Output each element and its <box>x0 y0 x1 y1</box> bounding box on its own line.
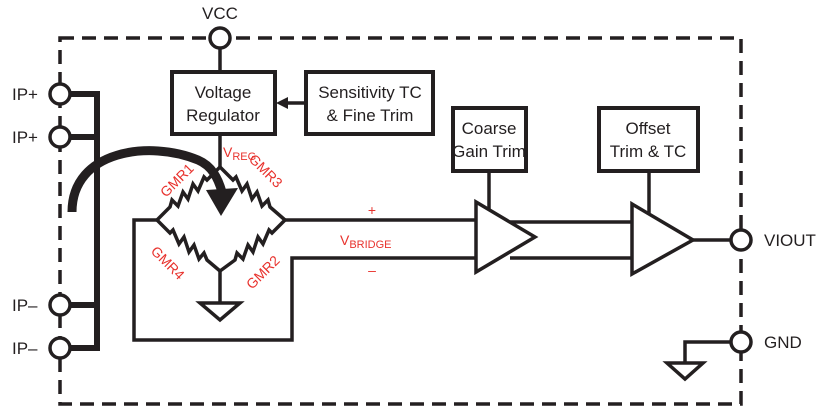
vreg-label: VREG <box>223 144 256 163</box>
pin-gnd <box>729 330 753 354</box>
pin-label-viout: VIOUT <box>764 231 816 250</box>
field-arrow-head-icon <box>206 188 238 216</box>
output-amplifier <box>630 200 697 277</box>
offset-trim-block <box>597 106 700 173</box>
sensitivity-trim-label-2: & Fine Trim <box>327 106 414 125</box>
ground-icon <box>195 301 245 323</box>
sensitivity-trim-block <box>304 70 435 136</box>
coarse-gain-trim-label-1: Coarse <box>462 119 517 138</box>
gnd-ground-icon <box>662 361 708 382</box>
pin-label-gnd: GND <box>764 333 802 352</box>
voltage-regulator-label-2: Regulator <box>186 106 260 125</box>
bridge-minus-wire <box>132 218 476 342</box>
gmr4-label: GMR4 <box>148 243 188 283</box>
plus-label: + <box>368 202 376 218</box>
coarse-gain-trim-label-2: Gain Trim <box>452 142 526 161</box>
offset-trim-label-1: Offset <box>625 119 670 138</box>
pin-ip-plus-2 <box>48 125 72 149</box>
pin-label-ip-plus-2: IP+ <box>12 128 38 147</box>
current-conductor <box>70 91 100 351</box>
pin-label-ip-plus-1: IP+ <box>12 85 38 104</box>
gmr1-resistor <box>155 165 222 222</box>
gmr4-resistor <box>155 218 222 273</box>
gmr2-resistor <box>218 218 287 273</box>
gnd-wire <box>683 340 731 363</box>
sensitivity-trim-label-1: Sensitivity TC <box>318 83 422 102</box>
gmr2-label: GMR2 <box>243 252 283 292</box>
voltage-regulator-block <box>170 70 277 136</box>
pin-label-vcc: VCC <box>202 4 238 23</box>
minus-label: – <box>368 262 376 278</box>
pin-vcc <box>208 26 232 50</box>
pin-ip-minus-1 <box>48 293 72 317</box>
field-arrow-arc <box>67 146 227 213</box>
coarse-gain-amplifier <box>474 198 539 276</box>
arrow-left-icon <box>276 97 288 109</box>
gmr3-label: GMR3 <box>246 151 286 191</box>
pin-label-ip-minus-2: IP– <box>12 339 38 358</box>
vbridge-label: VBRIDGE <box>340 232 392 251</box>
pin-ip-plus-1 <box>48 82 72 106</box>
pin-viout <box>729 228 753 252</box>
voltage-regulator-label-1: Voltage <box>195 83 252 102</box>
coarse-gain-trim-block <box>451 106 528 173</box>
offset-trim-label-2: Trim & TC <box>610 142 687 161</box>
pin-ip-minus-2 <box>48 336 72 360</box>
pin-label-ip-minus-1: IP– <box>12 296 38 315</box>
package-outline <box>58 36 743 406</box>
gmr3-resistor <box>218 165 287 222</box>
